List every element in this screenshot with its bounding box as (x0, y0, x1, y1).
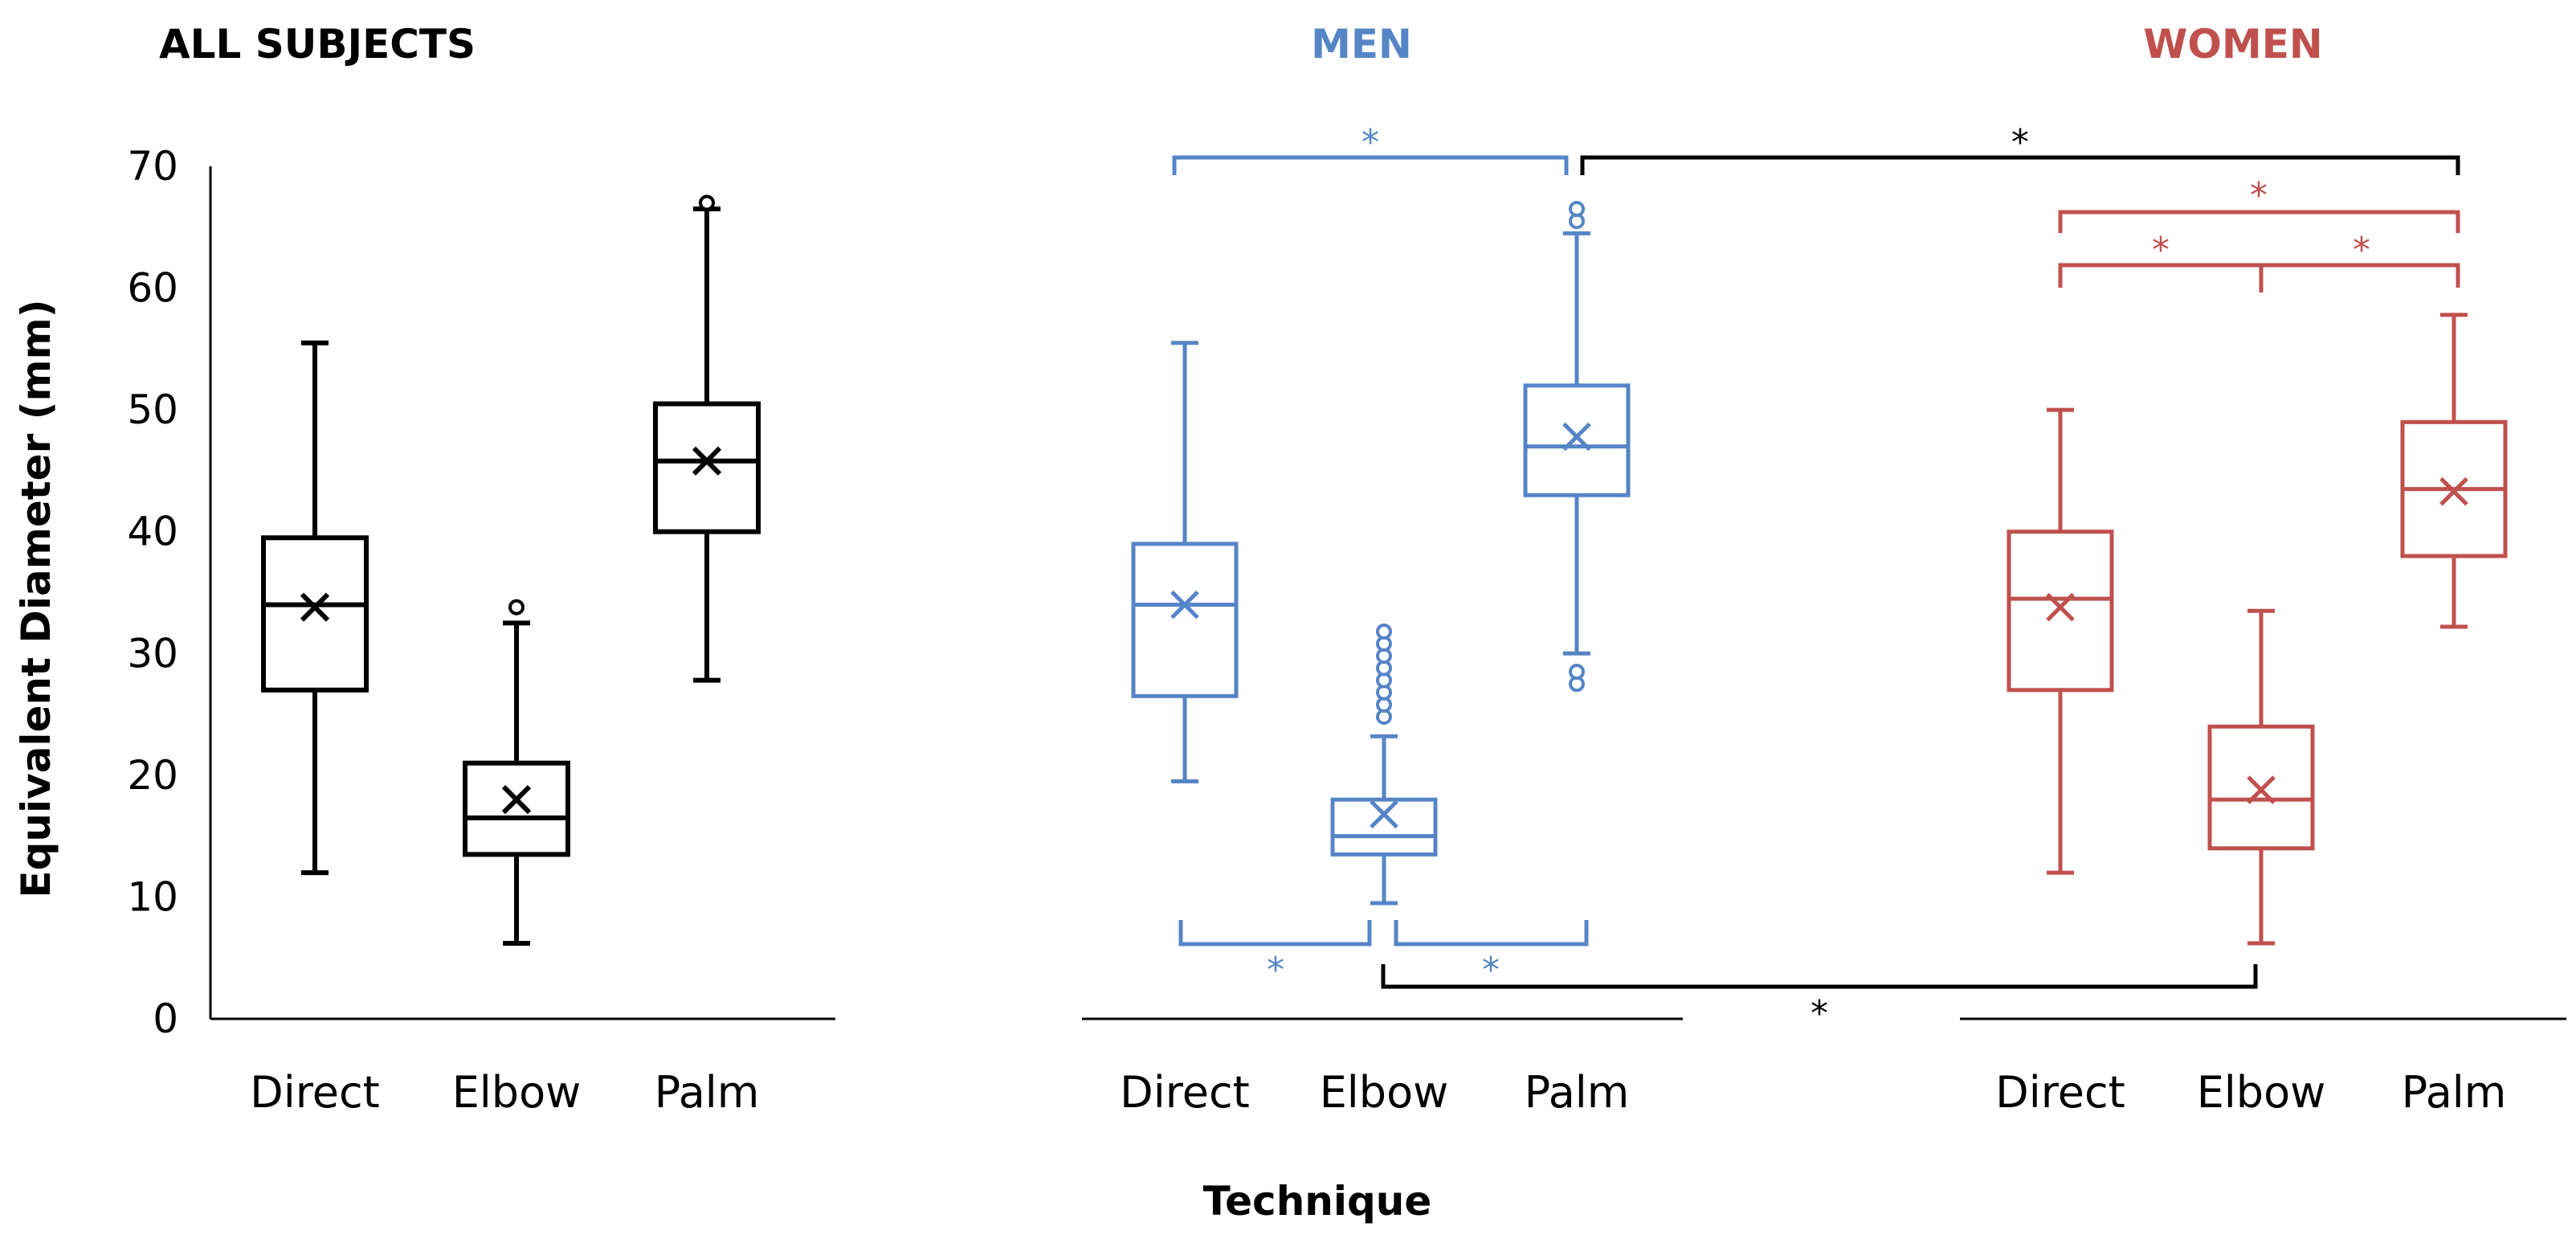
sig-bracket-men-women-elbow (1381, 964, 2258, 989)
sig-star-men-direct-palm: * (1361, 122, 1379, 163)
sig-star-men-direct-elbow: * (1267, 950, 1284, 991)
box-plot-women-palm (2400, 313, 2508, 629)
box-iqr (653, 401, 761, 534)
x-axis-title: Technique (1203, 1178, 1432, 1225)
outlier-point (1376, 624, 1392, 640)
box-iqr (1330, 797, 1438, 857)
sig-bracket-men-direct-elbow (1178, 920, 1372, 947)
sig-bracket-women-direct-palm (2058, 210, 2460, 233)
box-plot-women-elbow (2207, 608, 2315, 946)
sig-star-men-elbow-palm: * (1482, 950, 1500, 991)
box-iqr (261, 535, 369, 693)
category-label-women-direct: Direct (1995, 1067, 2125, 1118)
panel-title-men: MEN (1311, 21, 1412, 67)
significance-brackets-layer: * * * * * (1172, 122, 2460, 292)
category-label-men-direct: Direct (1120, 1067, 1250, 1118)
sig-star-men-women-elbow: * (1811, 993, 1828, 1034)
sig-bracket-men-direct-palm (1172, 155, 1569, 175)
box-plot-men-direct (1131, 341, 1239, 783)
sig-bracket-women-direct-elbow (2058, 263, 2264, 292)
category-label-all-palm: Palm (655, 1067, 760, 1118)
box-plot-men-palm (1523, 201, 1631, 693)
mean-marker (1370, 799, 1398, 829)
mean-marker (2439, 476, 2468, 506)
box-plot-all-subjects-palm (653, 194, 761, 683)
box-iqr (1523, 383, 1631, 497)
y-tick-label: 70 (127, 143, 178, 190)
box-plots-layer (261, 194, 2508, 947)
panel-title-all: ALL SUBJECTS (159, 21, 476, 67)
mean-marker (1562, 422, 1591, 452)
box-iqr (1131, 542, 1239, 698)
category-label-women-palm: Palm (2402, 1067, 2507, 1118)
mean-marker (2046, 592, 2075, 622)
box-plot-all-subjects-direct (261, 340, 369, 876)
box-iqr (463, 760, 570, 857)
y-tick-label: 0 (153, 996, 178, 1042)
y-tick-label: 30 (127, 630, 178, 677)
mean-marker (1170, 590, 1199, 620)
sig-star-women-direct-elbow: * (2152, 230, 2170, 271)
category-label-women-elbow: Elbow (2197, 1067, 2326, 1118)
box-iqr (2007, 530, 2114, 693)
category-label-men-elbow: Elbow (1320, 1067, 1449, 1118)
mean-marker (2247, 775, 2276, 804)
category-label-men-palm: Palm (1525, 1067, 1630, 1118)
box-iqr (2207, 724, 2315, 851)
outlier-point (1569, 664, 1585, 681)
box-plot-women-direct (2007, 407, 2114, 875)
y-axis-title: Equivalent Diameter (mm) (13, 299, 59, 898)
y-tick-label: 10 (127, 873, 178, 920)
box-plot-all-subjects-elbow (463, 599, 570, 947)
category-label-all-direct: Direct (250, 1067, 380, 1118)
sig-bracket-men-women-palm (1580, 155, 2460, 175)
significance-brackets-bottom-layer: * * * (1178, 920, 2258, 1034)
sig-bracket-women-elbow-palm (2261, 263, 2460, 288)
panel-title-women: WOMEN (2143, 21, 2322, 67)
y-tick-label: 40 (127, 509, 178, 555)
outlier-point (699, 194, 715, 211)
mean-marker (300, 592, 330, 622)
y-tick-label: 60 (127, 265, 178, 312)
category-label-all-elbow: Elbow (452, 1067, 582, 1118)
sig-star-women-direct-palm: * (2250, 175, 2268, 216)
y-tick-label: 50 (127, 386, 178, 433)
sig-star-women-elbow-palm: * (2353, 230, 2370, 271)
mean-marker (692, 446, 722, 476)
outlier-point (1569, 201, 1585, 218)
sig-star-men-women-palm: * (2011, 122, 2029, 163)
box-plot-men-elbow (1330, 624, 1438, 906)
mean-marker (501, 785, 532, 815)
sig-bracket-men-elbow-palm (1394, 920, 1589, 947)
y-tick-label: 20 (127, 752, 178, 799)
outlier-point (508, 599, 525, 615)
